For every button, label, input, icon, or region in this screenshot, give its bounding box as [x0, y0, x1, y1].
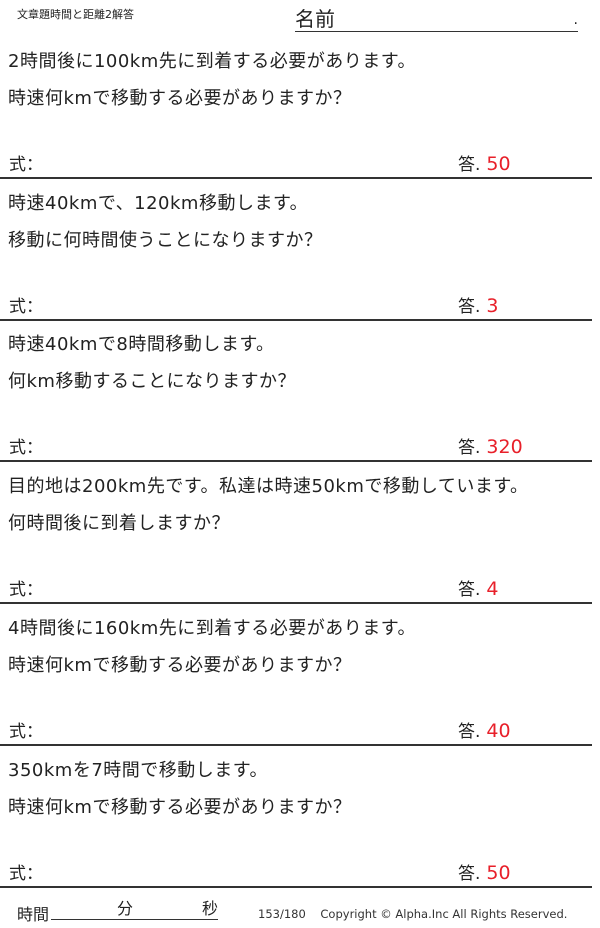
question-line-2: 時速何kmで移動する必要がありますか？ [8, 654, 352, 676]
answer-label: 答. [458, 580, 481, 601]
question-line-2: 移動に何時間使うことになりますか？ [8, 229, 323, 251]
name-field: 名前. [295, 8, 578, 32]
answer-value: 50 [486, 153, 511, 175]
problem: 350kmを7時間で移動します。 時速何kmで移動する必要がありますか？ 式： … [0, 746, 592, 888]
name-label: 名前 [295, 7, 335, 31]
problem: 2時間後に100km先に到着する必要があります。 時速何kmで移動する必要があり… [0, 37, 592, 179]
answer: 答.3 [458, 292, 499, 317]
question-line-2: 時速何kmで移動する必要がありますか？ [8, 88, 352, 109]
formula-label: 式： [9, 438, 43, 459]
question-line-2: 時速何kmで移動する必要がありますか？ [8, 796, 352, 818]
answer-value: 40 [486, 719, 511, 742]
footer-info: 153/180 Copyright © Alpha.Inc All Rights… [258, 907, 567, 921]
formula-label: 式： [9, 296, 43, 317]
answer-label: 答. [458, 296, 481, 317]
answer-value: 320 [486, 436, 523, 459]
minutes-label: 分 [117, 899, 134, 918]
answer-label: 答. [458, 438, 481, 459]
question-line-1: 350kmを7時間で移動します。 [8, 759, 268, 781]
name-dot: . [573, 12, 578, 28]
answer: 答.320 [458, 433, 523, 458]
seconds-label: 秒 [202, 899, 219, 918]
question-line-1: 2時間後に100km先に到着する必要があります。 [8, 51, 416, 72]
copyright: Copyright © Alpha.Inc All Rights Reserve… [320, 907, 568, 921]
answer: 答.50 [458, 859, 511, 884]
question-line-2: 何時間後に到着しますか？ [8, 513, 230, 535]
page-number: 153/180 [258, 907, 306, 921]
problem: 4時間後に160km先に到着する必要があります。 時速何kmで移動する必要があり… [0, 604, 592, 746]
question-line-1: 4時間後に160km先に到着する必要があります。 [8, 617, 416, 639]
answer-value: 4 [486, 578, 499, 601]
answer-label: 答. [458, 721, 481, 742]
answer: 答.40 [458, 717, 511, 742]
answer: 答.50 [458, 150, 511, 175]
formula-label: 式： [9, 721, 43, 742]
worksheet-title: 文章題時間と距離2解答 [17, 8, 134, 21]
problem: 目的地は200km先です。私達は時速50kmで移動しています。 何時間後に到着し… [0, 462, 592, 605]
problem: 時速40kmで、120km移動します。 移動に何時間使うことになりますか？ 式：… [0, 179, 592, 321]
formula-label: 式： [9, 863, 43, 884]
formula-label: 式： [9, 155, 43, 175]
time-record: 時間 分秒 [17, 899, 219, 925]
answer: 答.4 [458, 575, 499, 600]
problem: 時速40kmで8時間移動します。 何km移動することになりますか？ 式： 答.3… [0, 320, 592, 463]
question-line-2: 何km移動することになりますか？ [8, 371, 296, 393]
answer-value: 3 [486, 294, 499, 317]
formula-label: 式： [9, 580, 43, 601]
time-label: 時間 [17, 905, 50, 924]
question-line-1: 時速40kmで、120km移動します。 [8, 192, 309, 214]
question-line-1: 目的地は200km先です。私達は時速50kmで移動しています。 [8, 476, 529, 498]
time-line: 分秒 [51, 899, 219, 920]
answer-label: 答. [458, 863, 481, 884]
answer-value: 50 [486, 861, 511, 884]
question-line-1: 時速40kmで8時間移動します。 [8, 334, 275, 356]
answer-label: 答. [458, 155, 481, 175]
